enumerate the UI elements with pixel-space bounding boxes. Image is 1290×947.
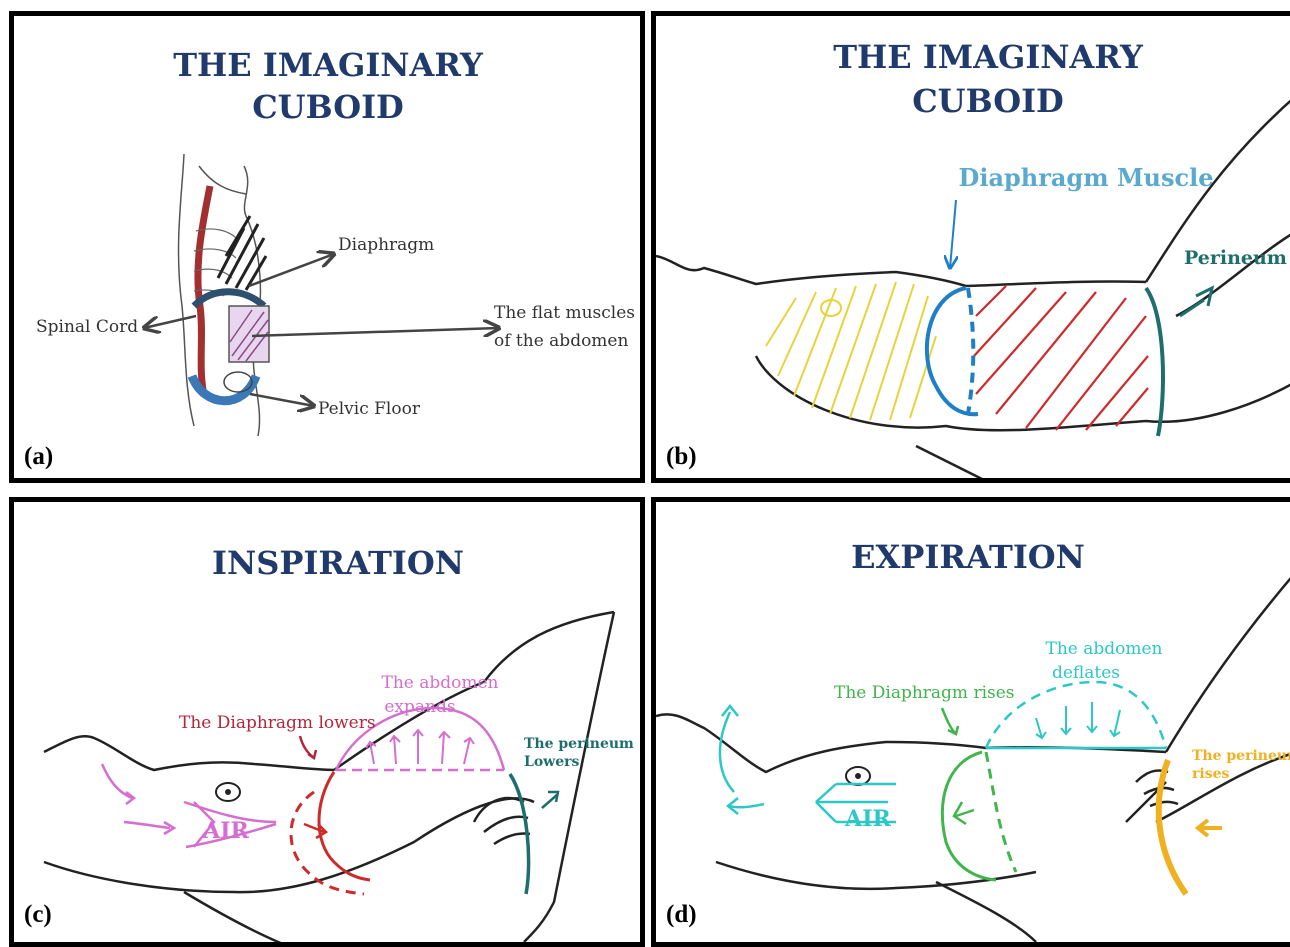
- panel-a-imaginary-cuboid: THE IMAGINARY CUBOID: [9, 11, 645, 483]
- diaphragm-red-solid: [319, 772, 370, 880]
- panel-b-drawing: THE IMAGINARY CUBOID: [656, 16, 1290, 483]
- panel-d-expiration: EXPIRATION AIR: [651, 497, 1290, 947]
- air-in-arrows: [102, 764, 276, 847]
- pelvis-sketch: [224, 372, 252, 392]
- perineum-orange: [1159, 760, 1186, 894]
- diaphragm-lowers-arrowhead: [308, 750, 316, 758]
- panel-a-drawing: THE IMAGINARY CUBOID: [14, 16, 645, 483]
- diaphragm-lowers-arrow: [300, 736, 314, 758]
- flat-muscles-arrow: [252, 328, 499, 336]
- diaphragm-green-dashed: [986, 752, 1016, 872]
- panel-a-label: (a): [24, 443, 53, 470]
- diaphragm-muscle-arrow: [950, 200, 956, 268]
- label-diaphragm: Diaphragm: [338, 235, 434, 255]
- label-abdomen-expands-line1: The abdomen: [381, 673, 498, 693]
- panel-b-title-line2: CUBOID: [912, 82, 1064, 120]
- flat-muscles-hatch: [229, 306, 269, 362]
- label-perineum: Perineum: [1184, 247, 1287, 269]
- label-perineum-lowers-line2: Lowers: [524, 754, 580, 770]
- navel-dot-d: [855, 773, 861, 779]
- label-abdomen-deflates-line1: The abdomen: [1045, 639, 1162, 659]
- pelvic-floor-arrow: [250, 394, 314, 406]
- panel-d-label: (d): [666, 901, 697, 928]
- air-out-arrows: [720, 706, 896, 822]
- panel-c-inspiration: INSPIRATION AIR: [9, 497, 645, 947]
- label-air-c: AIR: [202, 818, 249, 844]
- panel-d-title: EXPIRATION: [851, 538, 1085, 576]
- label-perineum-lowers-line1: The perineum: [524, 736, 634, 752]
- spinal-cord-arrow: [144, 316, 196, 328]
- perineum-arrow-c: [542, 792, 558, 808]
- diaphragm-band: [194, 292, 264, 306]
- diaphragm-arrow: [249, 254, 334, 286]
- label-air-d: AIR: [844, 806, 891, 832]
- label-abdomen-deflates-line2: deflates: [1052, 663, 1120, 683]
- label-pelvic-floor: Pelvic Floor: [318, 399, 421, 419]
- label-diaphragm-lowers: The Diaphragm lowers: [179, 713, 376, 733]
- navel-dot-c: [225, 789, 231, 795]
- perineum-curve: [1146, 288, 1163, 436]
- label-flat-muscles-line2: of the abdomen: [494, 331, 628, 351]
- yellow-hatch: [766, 282, 936, 420]
- label-abdomen-expands-line2: expands: [384, 697, 455, 717]
- diaphragm-green: [942, 752, 996, 880]
- abdomen-pink-arrows: [366, 730, 474, 764]
- body-outline: [656, 96, 1290, 483]
- panel-a-title-line2: CUBOID: [252, 88, 404, 126]
- diaphragm-green-arrow: [954, 802, 974, 824]
- panel-b-title-line1: THE IMAGINARY: [833, 38, 1144, 76]
- panel-a-title-line1: THE IMAGINARY: [173, 46, 484, 84]
- spine-red: [198, 186, 210, 396]
- panel-c-title: INSPIRATION: [212, 544, 464, 582]
- panel-b-label: (b): [666, 443, 697, 470]
- diaphragm-hatch: [218, 216, 266, 290]
- panel-b-imaginary-cuboid-side: THE IMAGINARY CUBOID: [651, 11, 1290, 483]
- red-hatch: [974, 286, 1148, 430]
- panel-d-drawing: EXPIRATION AIR: [656, 502, 1290, 947]
- diaphragm-dashed: [968, 288, 973, 414]
- perineum-arrow: [1180, 288, 1212, 316]
- label-perineum-rises-line1: The perineum: [1192, 748, 1290, 764]
- label-diaphragm-rises: The Diaphragm rises: [834, 683, 1015, 703]
- label-spinal-cord: Spinal Cord: [36, 317, 138, 337]
- label-perineum-rises-line2: rises: [1192, 766, 1229, 782]
- label-diaphragm-muscle: Diaphragm Muscle: [959, 163, 1214, 192]
- panel-c-label: (c): [24, 901, 52, 928]
- panel-c-drawing: INSPIRATION AIR: [14, 502, 645, 947]
- diaphragm-red-arrow: [304, 824, 326, 838]
- perineum-orange-arrow: [1198, 820, 1222, 836]
- abdomen-cyan-arrows: [1036, 702, 1120, 738]
- label-flat-muscles-line1: The flat muscles: [494, 303, 635, 323]
